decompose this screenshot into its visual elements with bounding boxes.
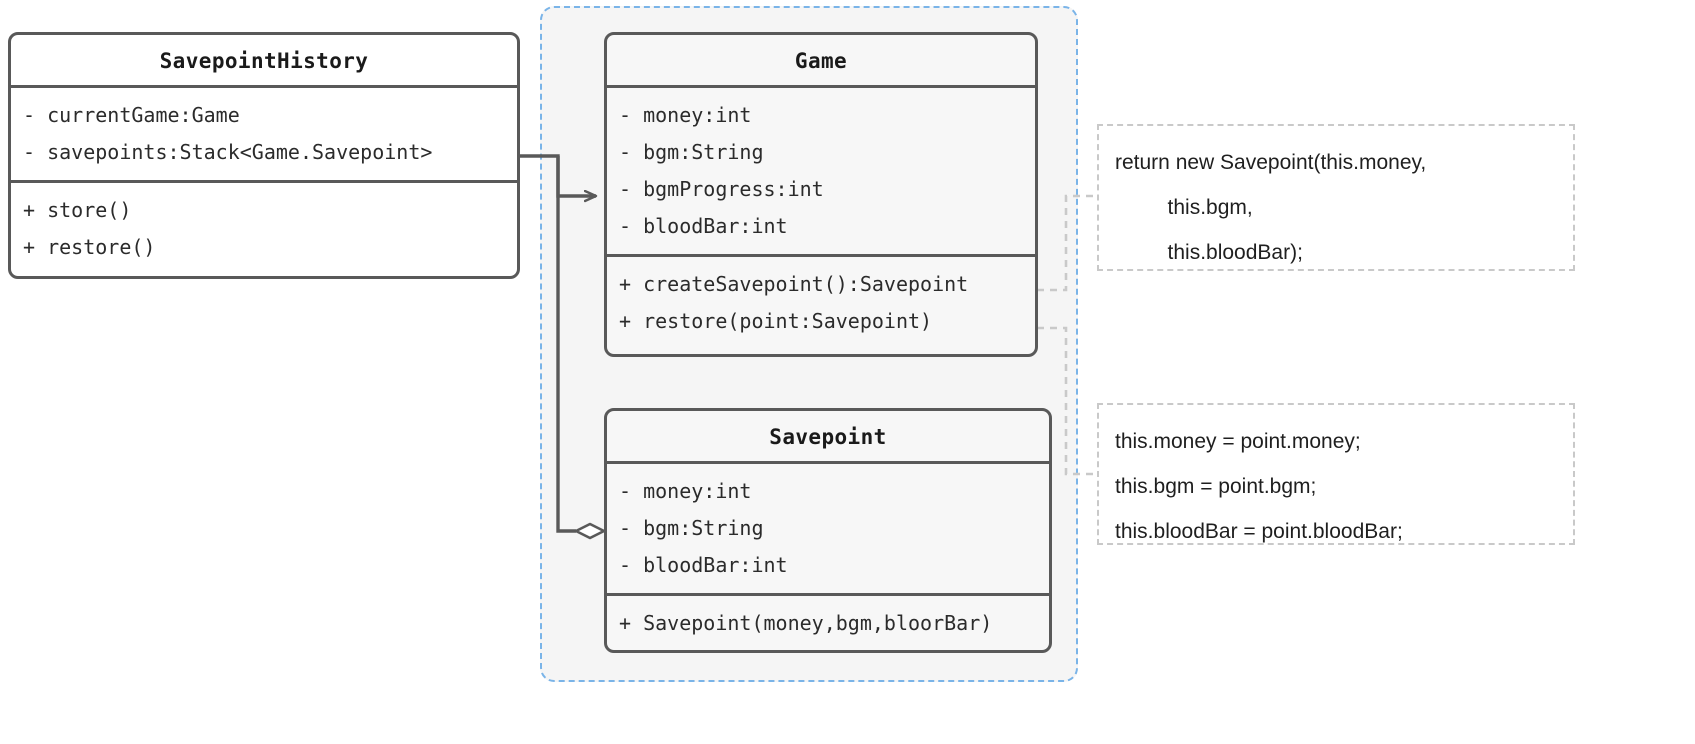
attribute-row: - money:int	[619, 103, 752, 127]
class-separator	[11, 85, 517, 88]
class-operations-savepoint: + Savepoint(money,bgm,bloorBar)	[607, 596, 1049, 650]
operation-row: + restore()	[23, 235, 156, 259]
attribute-row: - bloodBar:int	[619, 214, 788, 238]
operation-row: + restore(point:Savepoint)	[619, 309, 933, 333]
class-separator	[607, 461, 1049, 464]
note-restore[interactable]: this.money = point.money; this.bgm = poi…	[1097, 403, 1575, 545]
class-title-savepoint-history: SavepointHistory	[159, 49, 369, 73]
class-separator	[607, 254, 1035, 257]
class-box-game[interactable]: Game - money:int - bgm:String - bgmProgr…	[604, 32, 1038, 357]
class-box-savepoint[interactable]: Savepoint - money:int - bgm:String - blo…	[604, 408, 1052, 653]
operation-row: + createSavepoint():Savepoint	[619, 272, 969, 296]
operation-row: + Savepoint(money,bgm,bloorBar)	[619, 611, 993, 635]
attribute-row: - money:int	[619, 479, 752, 503]
class-separator	[11, 180, 517, 183]
note-line: this.bgm = point.bgm;	[1115, 475, 1317, 498]
attribute-row: - bgm:String	[619, 516, 764, 540]
note-line: this.bgm,	[1115, 196, 1253, 219]
class-attributes-savepoint-history: - currentGame:Game - savepoints:Stack<Ga…	[11, 88, 517, 180]
class-operations-game: + createSavepoint():Savepoint + restore(…	[607, 257, 1035, 349]
note-line: return new Savepoint(this.money,	[1115, 151, 1427, 174]
operation-row: + store()	[23, 198, 132, 222]
attribute-row: - bgmProgress:int	[619, 177, 824, 201]
class-box-savepoint-history[interactable]: SavepointHistory - currentGame:Game - sa…	[8, 32, 520, 279]
attribute-row: - currentGame:Game	[23, 103, 240, 127]
class-title-game: Game	[794, 49, 848, 73]
note-create-savepoint[interactable]: return new Savepoint(this.money, this.bg…	[1097, 124, 1575, 271]
class-attributes-savepoint: - money:int - bgm:String - bloodBar:int	[607, 464, 1049, 593]
attribute-row: - bgm:String	[619, 140, 764, 164]
attribute-row: - bloodBar:int	[619, 553, 788, 577]
class-separator	[607, 85, 1035, 88]
note-line: this.bloodBar = point.bloodBar;	[1115, 520, 1403, 543]
note-line: this.bloodBar);	[1115, 241, 1303, 264]
note-line: this.money = point.money;	[1115, 430, 1361, 453]
attribute-row: - savepoints:Stack<Game.Savepoint>	[23, 140, 433, 164]
class-title-savepoint: Savepoint	[769, 425, 887, 449]
class-attributes-game: - money:int - bgm:String - bgmProgress:i…	[607, 88, 1035, 254]
class-separator	[607, 593, 1049, 596]
class-operations-savepoint-history: + store() + restore()	[11, 183, 517, 275]
